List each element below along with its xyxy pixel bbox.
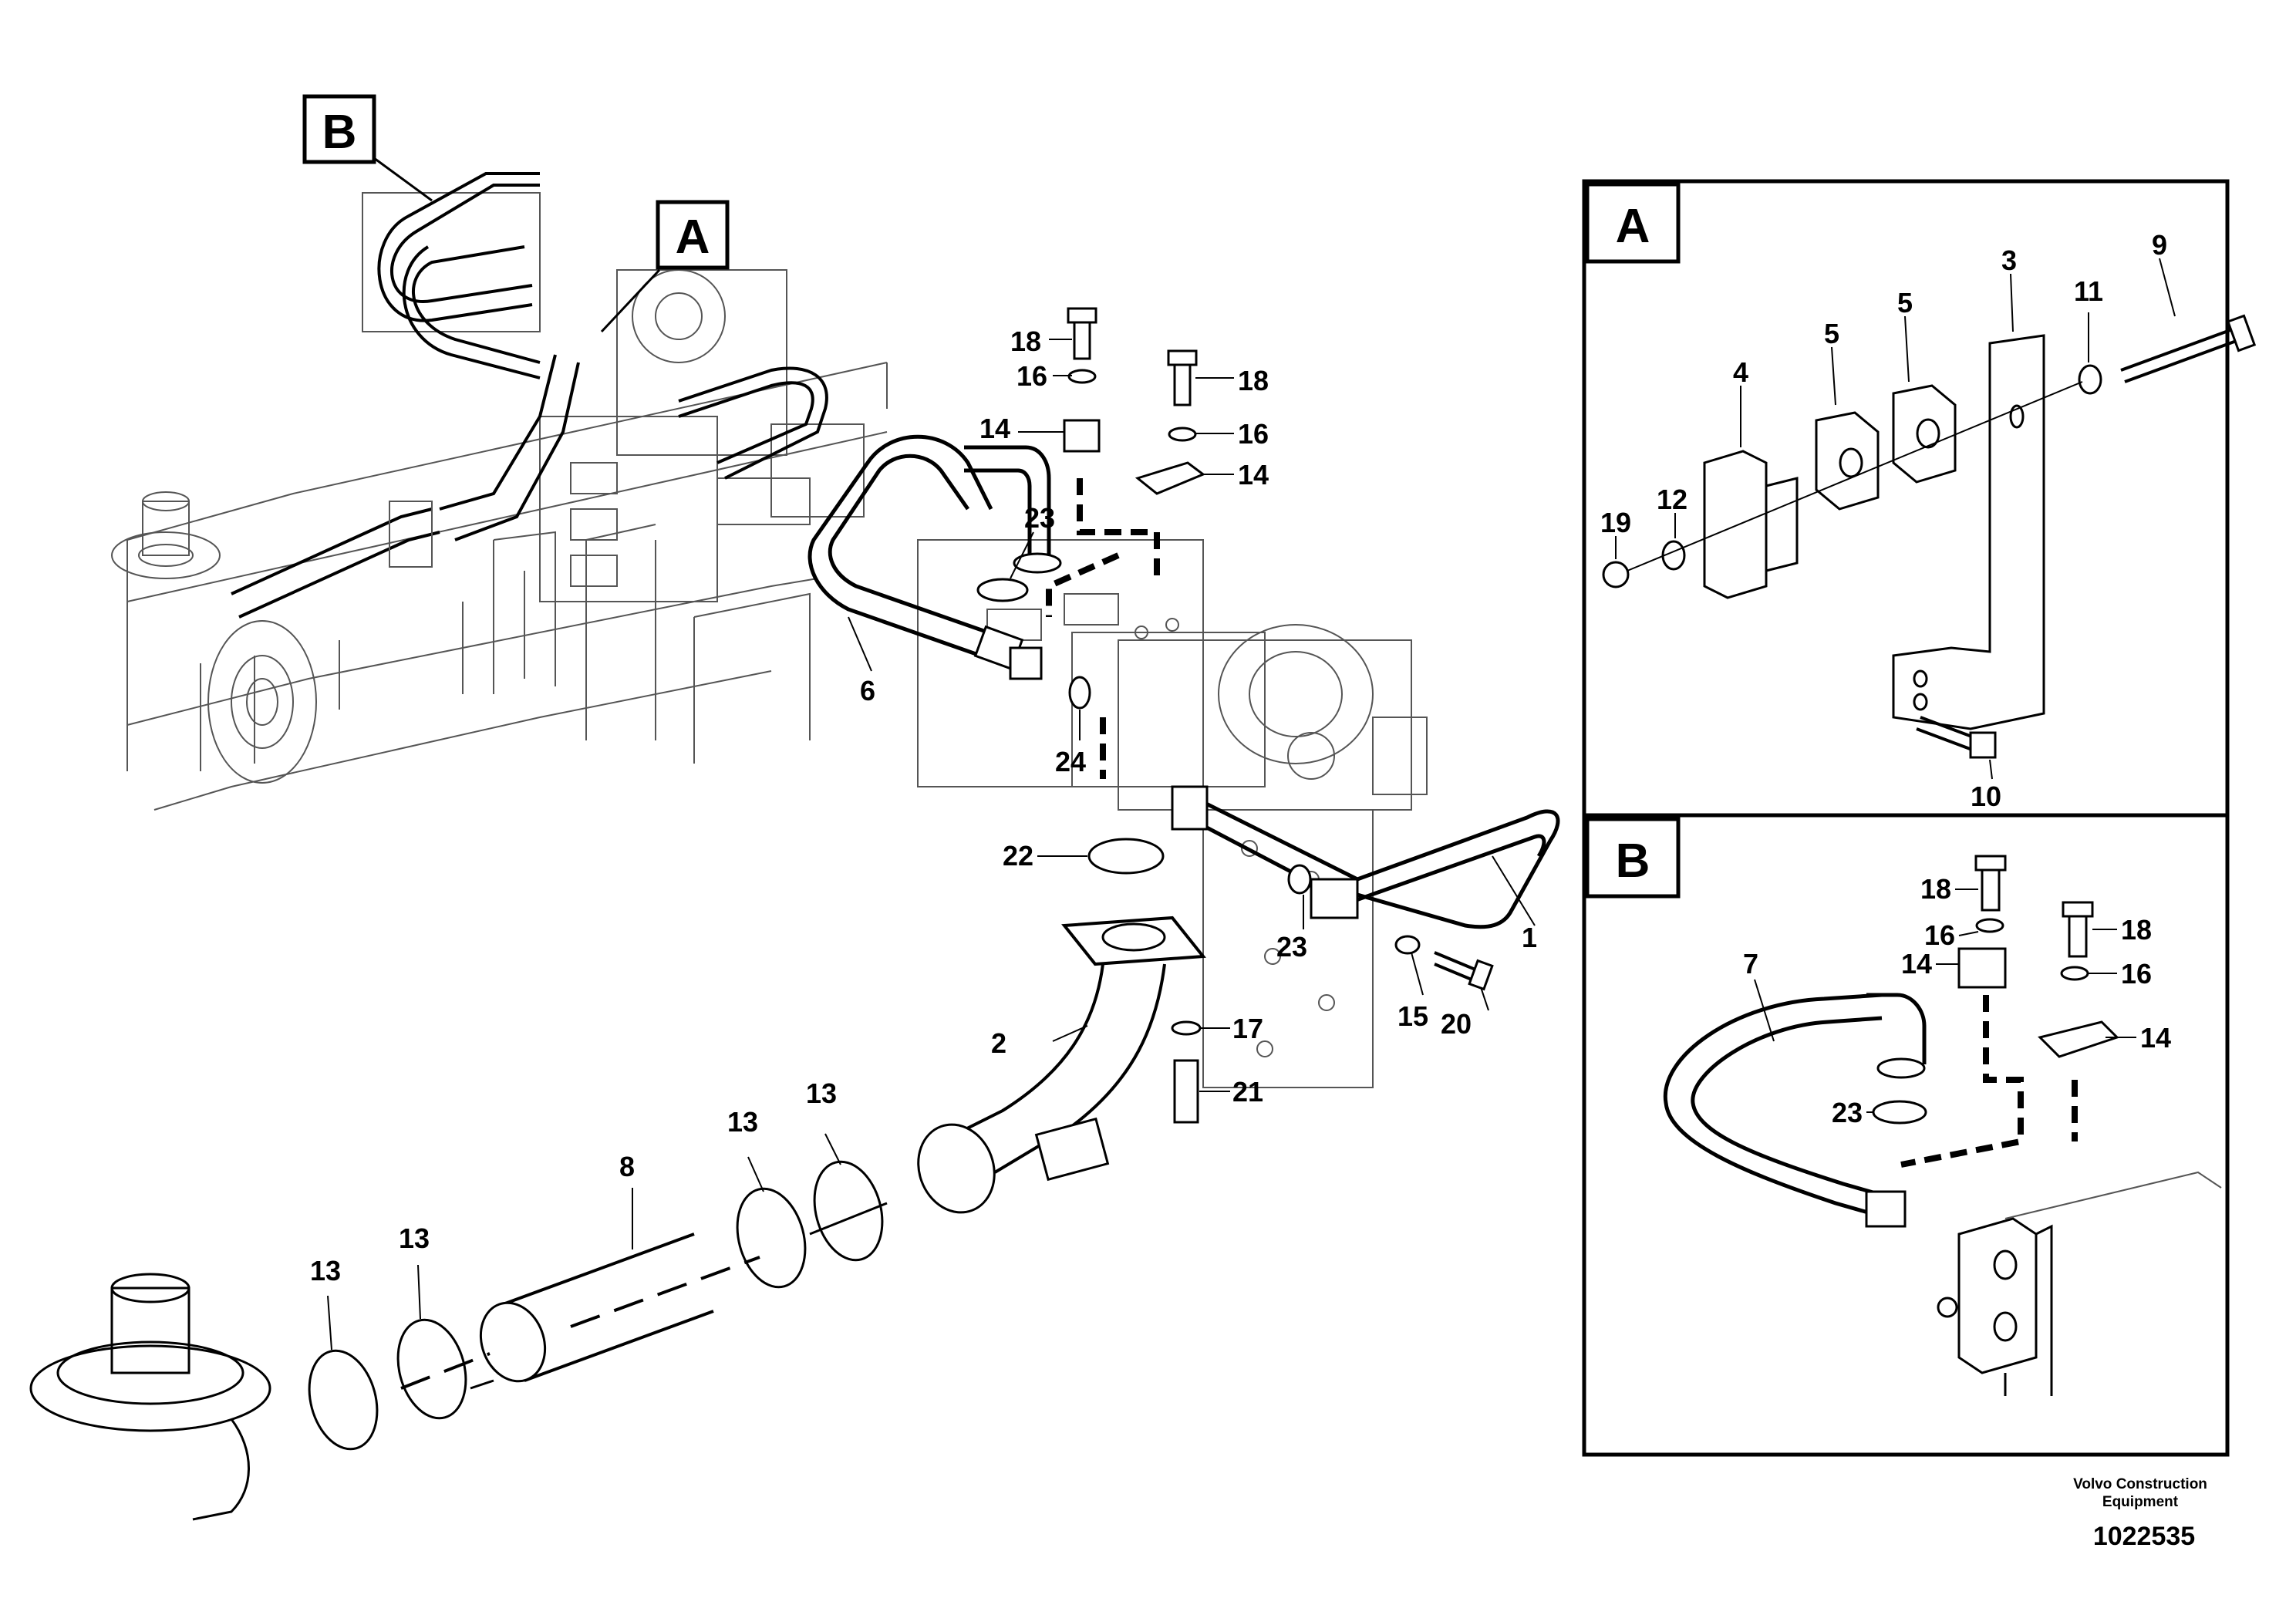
part-label-13: 13 (399, 1222, 430, 1254)
part-label-13: 13 (806, 1077, 837, 1109)
part-label-23: 23 (1832, 1097, 1863, 1128)
part-label-9: 9 (2152, 229, 2167, 261)
part-label-13: 13 (727, 1106, 758, 1138)
part-label-21: 21 (1232, 1076, 1263, 1108)
callout-box-b (302, 94, 376, 164)
part-label-3: 3 (2001, 244, 2017, 276)
part-label-16: 16 (1238, 418, 1269, 450)
part-label-12: 12 (1657, 484, 1687, 515)
part-label-17: 17 (1232, 1013, 1263, 1044)
part-label-19: 19 (1600, 507, 1631, 538)
part-label-14: 14 (2140, 1022, 2171, 1054)
part-label-2: 2 (991, 1027, 1006, 1059)
part-label-23: 23 (1024, 502, 1055, 534)
part-label-14: 14 (1901, 948, 1932, 980)
part-label-16: 16 (1017, 360, 1047, 392)
part-label-1: 1 (1522, 922, 1537, 953)
brand-line-2: Equipment (2102, 1494, 2179, 1510)
part-label-11: 11 (2074, 275, 2103, 307)
part-label-6: 6 (860, 675, 875, 706)
part-label-18: 18 (1920, 873, 1951, 905)
part-label-10: 10 (1971, 781, 2001, 812)
inset-b (1582, 813, 2230, 1457)
footer: Volvo Construction Equipment 1022535 (2073, 1476, 2207, 1551)
part-label-18: 18 (2121, 914, 2152, 946)
part-label-22: 22 (1003, 840, 1033, 872)
inset-a-title: A (1616, 200, 1650, 253)
part-label-15: 15 (1397, 1000, 1428, 1032)
inset-a (1582, 179, 2257, 818)
part-label-4: 4 (1733, 356, 1748, 388)
inset-b-title: B (1616, 835, 1650, 888)
part-label-14: 14 (979, 413, 1010, 444)
part-label-23: 23 (1276, 931, 1307, 963)
brand-line-1: Volvo Construction (2073, 1476, 2207, 1492)
part-label-16: 16 (2121, 958, 2152, 990)
callout-b: B (322, 106, 357, 159)
document-number: 1022535 (2093, 1522, 2195, 1551)
part-label-18: 18 (1238, 365, 1269, 396)
part-label-8: 8 (619, 1151, 635, 1182)
part-label-14: 14 (1238, 459, 1269, 491)
callout-a: A (676, 211, 710, 264)
part-label-5: 5 (1897, 287, 1913, 319)
main-pump-drawing (807, 307, 1560, 1214)
inset-b-border (1582, 813, 2230, 1457)
part-labels: 18 16 14 23 18 16 14 6 24 22 23 1 15 20 … (310, 229, 2171, 1286)
part-label-20: 20 (1441, 1008, 1472, 1040)
part-label-18: 18 (1010, 325, 1041, 357)
part-label-16: 16 (1924, 919, 1955, 951)
part-label-5: 5 (1824, 318, 1839, 349)
machine-frame-drawing (111, 157, 888, 811)
suction-hose-drawing (29, 1133, 888, 1521)
part-label-7: 7 (1743, 948, 1758, 980)
part-label-24: 24 (1055, 746, 1086, 777)
callout-box-a (656, 200, 730, 270)
callout-boxes: B A A B (302, 94, 1650, 888)
part-label-13: 13 (310, 1255, 341, 1286)
